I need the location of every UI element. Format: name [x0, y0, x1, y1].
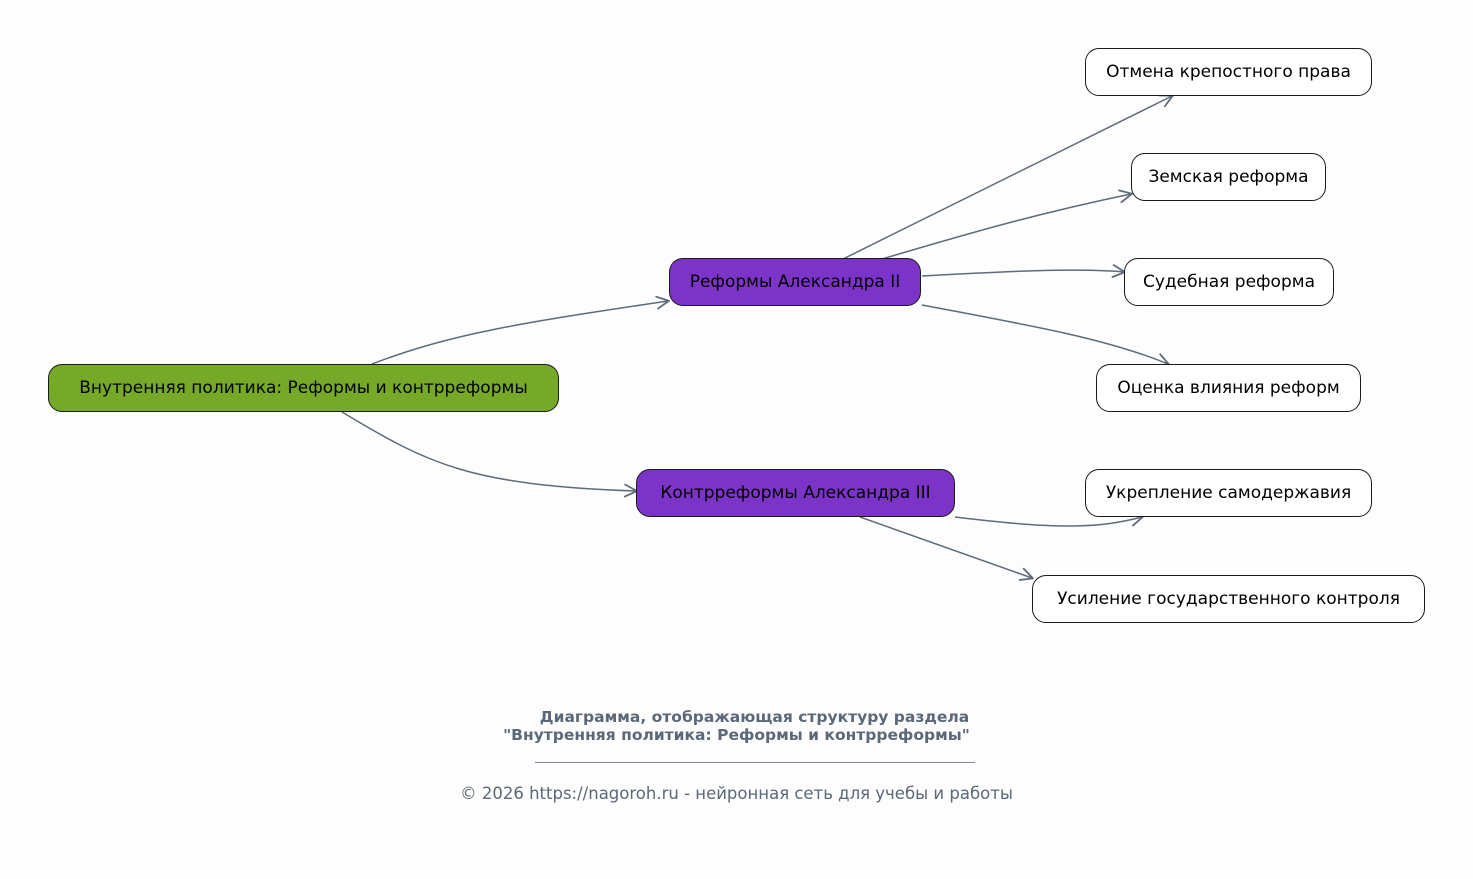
edge-counter-to-control [859, 516, 1034, 581]
node-counter-label: Контрреформы Александра III [660, 483, 931, 503]
edge-reforms-to-assessment [921, 304, 1170, 367]
edge-reforms-to-zemstvo [881, 189, 1133, 260]
node-zemstvo-reform: Земская реформа [1131, 153, 1326, 201]
edge-reforms-to-serfdom [842, 94, 1174, 260]
footer-copyright: © 2026 https://nagoroh.ru - нейронная се… [460, 784, 1013, 803]
node-label: Укрепление самодержавия [1105, 483, 1352, 503]
caption-divider [535, 762, 975, 763]
node-abolition-serfdom: Отмена крепостного права [1085, 48, 1372, 96]
node-strengthening-autocracy: Укрепление самодержавия [1085, 469, 1372, 517]
node-label: Судебная реформа [1142, 272, 1315, 292]
node-root-label: Внутренняя политика: Реформы и контррефо… [79, 378, 528, 398]
node-reform-assessment: Оценка влияния реформ [1096, 364, 1361, 412]
node-reforms-alexander-ii: Реформы Александра II [669, 258, 921, 306]
node-label: Усиление государственного контроля [1057, 589, 1400, 609]
node-reforms-label: Реформы Александра II [689, 272, 901, 292]
node-label: Земская реформа [1148, 167, 1309, 187]
node-root-domestic-policy: Внутренняя политика: Реформы и контррефо… [48, 364, 559, 412]
node-judicial-reform: Судебная реформа [1124, 258, 1334, 306]
edge-root-to-reforms [371, 295, 670, 365]
edge-root-to-counter [341, 411, 638, 498]
caption-line-1: Диаграмма, отображающая структуру раздел… [539, 708, 970, 726]
edge-counter-to-autocracy [954, 513, 1144, 527]
caption-line-2: "Внутренняя политика: Реформы и контрреф… [503, 726, 970, 744]
node-counterreforms-alexander-iii: Контрреформы Александра III [636, 469, 955, 517]
node-label: Оценка влияния реформ [1117, 378, 1340, 398]
edge-reforms-to-judicial [921, 264, 1126, 278]
node-state-control: Усиление государственного контроля [1032, 575, 1425, 623]
node-label: Отмена крепостного права [1106, 62, 1351, 82]
